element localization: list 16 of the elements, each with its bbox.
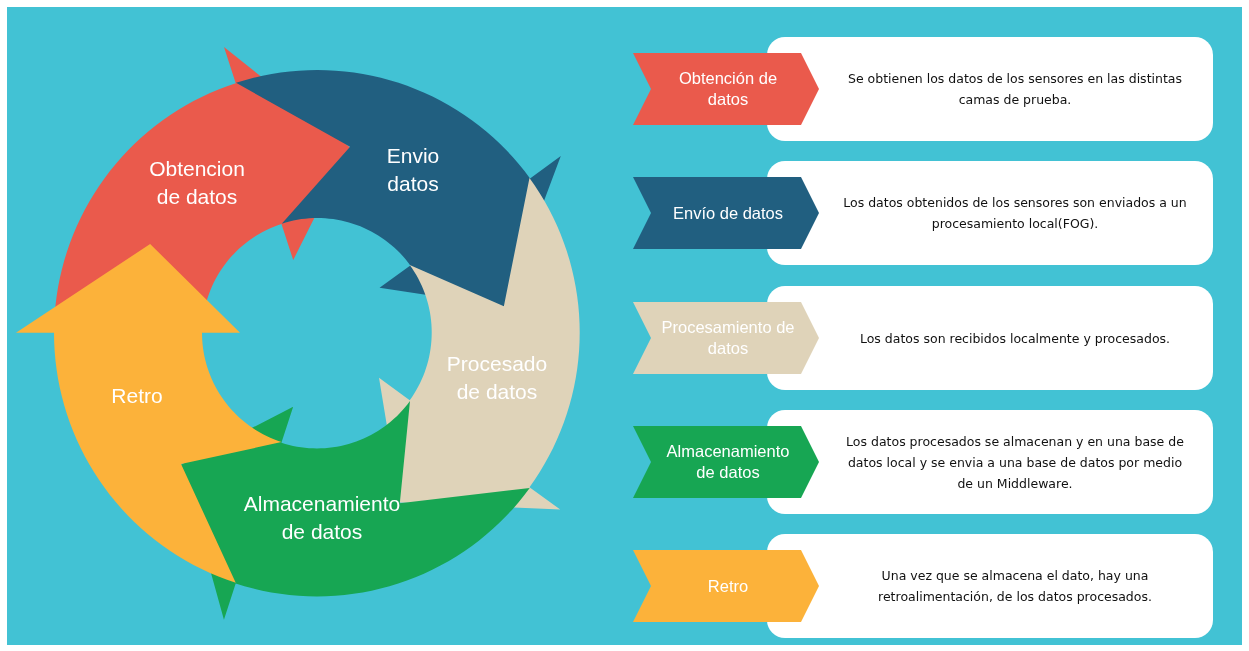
description-text: Los datos son recibidos localmente y procesados. [858,329,1171,348]
step-label: Retro [706,575,750,597]
description-text: Los datos procesados se almacenan y en una base de datos local y se envia a una base de datos por medio de un Middleware. [845,432,1185,493]
description-card [767,534,1213,638]
step-label: Procesado de datos [445,351,549,405]
step-label: Envío de datos [671,202,785,224]
step-label: Retro [110,383,164,409]
step-label: Almacenamiento de datos [665,441,791,483]
description-text: Se obtienen los datos de los sensores en las distintas camas de prueba. [847,70,1183,109]
description-text: Una vez que se almacena el dato, hay una retroalimentación, de los datos procesados. [877,567,1153,606]
step-label: Envio datos [385,143,441,197]
step-label: Procesamiento de datos [660,317,796,359]
step-label: Obtención de datos [677,68,779,110]
step-label: Almacenamiento de datos [242,491,402,545]
step-label: Obtencion de datos [148,156,246,210]
description-text: Los datos obtenidos de los sensores son enviados a un procesamiento local(FOG). [842,194,1188,233]
